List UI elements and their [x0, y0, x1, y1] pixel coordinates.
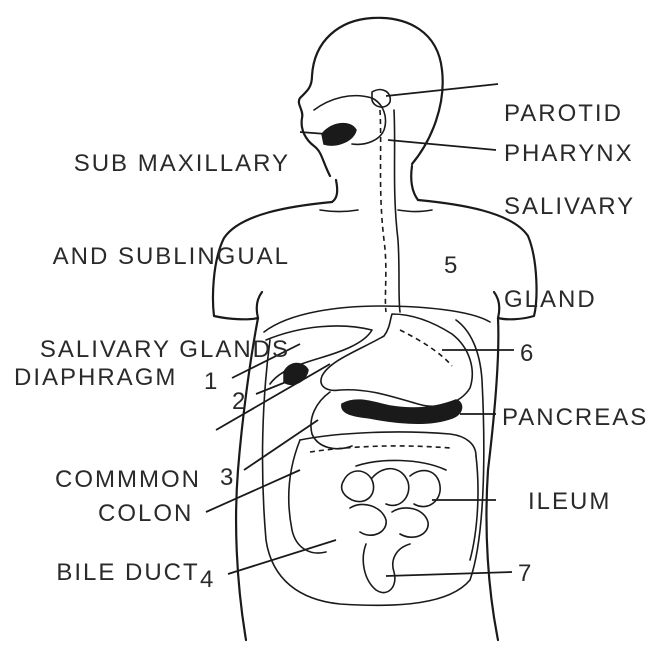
label-number-5: 5	[444, 250, 459, 281]
label-number-7: 7	[518, 558, 533, 589]
neck-outline-right	[411, 166, 418, 200]
leader-4	[228, 540, 336, 574]
ascending-colon	[289, 440, 326, 553]
label-pharynx: PHARYNX	[504, 138, 634, 169]
label-number-2: 2	[232, 386, 247, 417]
stomach-inner-dash	[400, 330, 452, 366]
collarbone-right	[398, 210, 432, 212]
esophagus	[380, 110, 386, 312]
diaphragm-outline	[264, 306, 490, 332]
label-sub-maxillary: SUB MAXILLARY AND SUBLINGUAL SALIVARY GL…	[8, 86, 290, 396]
collarbone-left	[320, 210, 358, 212]
label-sub-maxillary-line-3: SALIVARY GLANDS	[8, 334, 290, 365]
label-number-4: 4	[200, 564, 215, 595]
label-common-bile-duct-line-2: BILE DUCT	[40, 557, 216, 588]
label-ileum: ILEUM	[528, 486, 611, 517]
small-intestine	[342, 460, 446, 537]
label-number-1: 1	[204, 366, 219, 397]
transverse-colon-dash	[310, 446, 450, 452]
transverse-colon	[300, 432, 476, 456]
pancreas-shape	[342, 400, 462, 423]
neck-outline	[332, 180, 337, 202]
label-parotid-line-3: GLAND	[504, 284, 635, 315]
label-number-6: 6	[520, 338, 535, 369]
parotid-gland	[372, 90, 390, 107]
label-parotid: PAROTID SALIVARY GLAND	[504, 36, 635, 346]
rectum	[363, 544, 410, 593]
label-parotid-line-2: SALIVARY	[504, 191, 635, 222]
label-diaphragm: DIAPHRAGM	[14, 362, 177, 393]
stomach	[321, 314, 472, 406]
tongue	[322, 124, 356, 145]
label-common-bile-duct-line-1: COMMMON	[40, 464, 216, 495]
label-sub-maxillary-line-1: SUB MAXILLARY	[8, 148, 290, 179]
leader-7	[386, 572, 512, 576]
right-side-outline	[486, 318, 498, 640]
label-parotid-line-1: PAROTID	[504, 98, 635, 129]
descending-colon	[470, 456, 478, 560]
leader-pharynx	[388, 140, 496, 150]
leader-3	[244, 420, 318, 470]
label-colon: COLON	[98, 498, 193, 529]
label-sub-maxillary-line-2: AND SUBLINGUAL	[8, 241, 290, 272]
label-pancreas: PANCREAS	[502, 402, 648, 433]
label-number-3: 3	[220, 462, 235, 493]
